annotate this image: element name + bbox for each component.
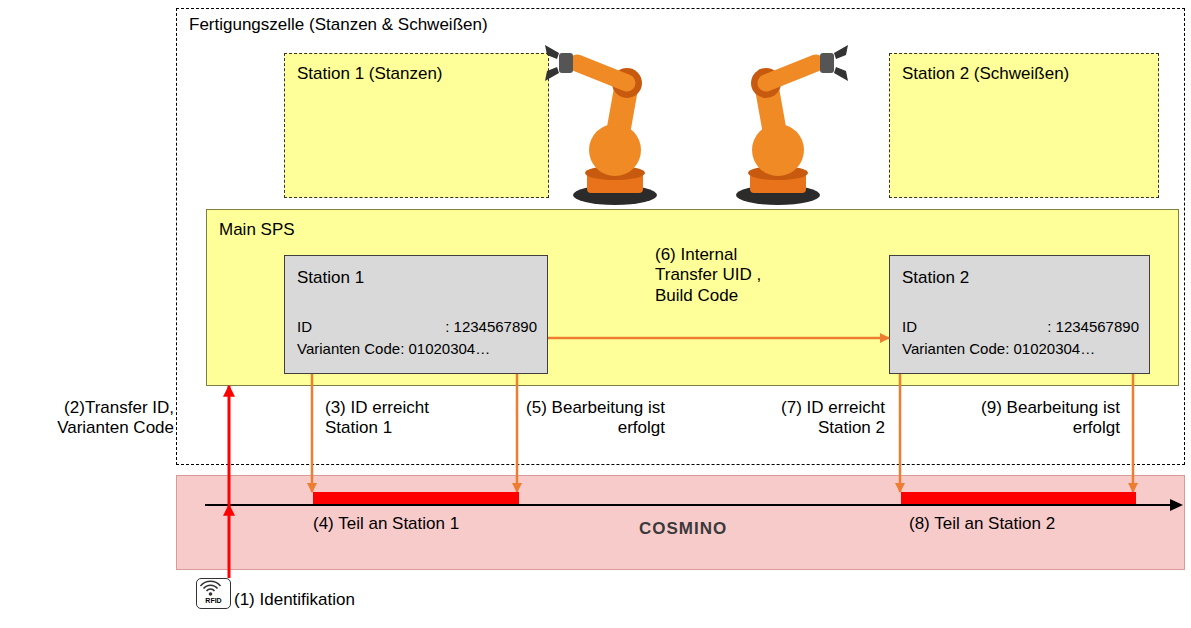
brand-logo: COSMINO (639, 519, 727, 539)
station-area: Station 2 (Schweißen) (889, 53, 1159, 198)
node-text: ID (902, 318, 917, 336)
node-text: (8) Teil an Station 2 (909, 514, 1055, 534)
flow-arrow (228, 386, 231, 505)
node-text: Fertigungszelle (Stanzen & Schweißen) (189, 15, 488, 35)
station-record: Station 1 ID : 1234567890Varianten Code: 0… (284, 255, 548, 374)
node-text: ID (297, 318, 312, 336)
conveyor-band: COSMINO (4) Teil an Station 1 (8) Teil an … (176, 475, 1185, 570)
rfid-reader: RFID (196, 578, 231, 609)
flow-arrow (1132, 374, 1135, 492)
node-text: (4) Teil an Station 1 (313, 514, 459, 534)
flow-arrow (311, 374, 314, 492)
node-text: Station 2 (902, 268, 969, 288)
cell-region: Fertigungszelle (Stanzen & Schweißen) Sta… (176, 8, 1185, 465)
step-label: (3) ID erreicht Station 1 (325, 398, 485, 439)
flow-arrow (548, 337, 889, 340)
red-bar (901, 492, 1136, 504)
step-label: (1) Identifikation (234, 590, 355, 610)
part-position: (4) Teil an Station 1 (313, 492, 519, 537)
node-text: Station 1 (Stanzen) (297, 64, 443, 84)
station-record: Station 2 ID : 1234567890Varianten Code: 0… (889, 255, 1150, 374)
step-label: (7) ID erreicht Station 2 (740, 398, 885, 439)
step-label: (9) Bearbeitung ist erfolgt (975, 398, 1120, 439)
node-text: Varianten Code: 01020304… (297, 340, 490, 358)
step-label: (6) Internal Transfer UID , Build Code (655, 245, 795, 306)
icon-label: RFID (197, 597, 230, 605)
flow-arrow (899, 374, 902, 492)
red-bar (313, 492, 519, 504)
node-text: Varianten Code: 01020304… (902, 340, 1095, 358)
node-text: Station 2 (Schweißen) (902, 64, 1069, 84)
step-label: (5) Bearbeitung ist erfolgt (525, 398, 665, 439)
node-text: : 1234567890 (445, 318, 537, 336)
step-label: (2)Transfer ID, Varianten Code (2, 398, 174, 439)
part-position: (8) Teil an Station 2 (901, 492, 1136, 537)
station-area: Station 1 (Stanzen) (284, 53, 549, 198)
node-text: Main SPS (219, 220, 295, 240)
wave-icon (197, 579, 224, 597)
flow-arrow (228, 505, 231, 578)
node-text: : 1234567890 (1047, 318, 1139, 336)
flow-arrow (516, 374, 519, 492)
node-text: Station 1 (297, 268, 364, 288)
